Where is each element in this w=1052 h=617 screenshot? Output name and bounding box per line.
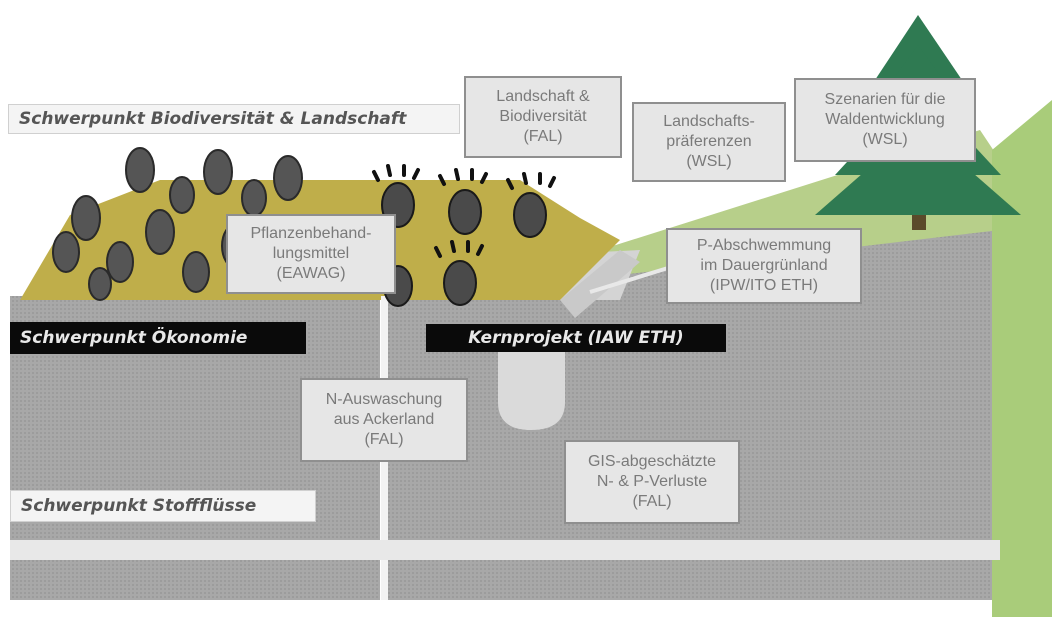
horizontal-road bbox=[10, 540, 1000, 560]
box-line: (WSL) bbox=[686, 153, 732, 170]
box-gis-losses: GIS-abgeschätzte N- & P-Verluste (FAL) bbox=[564, 440, 740, 524]
box-line: lungsmittel bbox=[272, 245, 350, 262]
box-line: (WSL) bbox=[862, 131, 908, 148]
box-line: Pflanzenbehand- bbox=[250, 225, 372, 242]
box-line: präferenzen bbox=[666, 133, 752, 150]
box-landscape-preferences: Landschafts- präferenzen (WSL) bbox=[632, 102, 786, 182]
box-line: N- & P-Verluste bbox=[596, 473, 708, 490]
box-n-leaching: N-Auswaschung aus Ackerland (FAL) bbox=[300, 378, 468, 462]
box-line: GIS-abgeschätzte bbox=[587, 453, 717, 470]
focus-biodiversity-label: Schwerpunkt Biodiversität & Landschaft bbox=[8, 104, 460, 134]
box-line: Landschaft & bbox=[496, 88, 590, 105]
box-line: (FAL) bbox=[523, 128, 563, 145]
box-line: Biodiversität bbox=[499, 108, 587, 125]
box-line: Landschafts- bbox=[663, 113, 755, 130]
box-line: N-Auswaschung bbox=[325, 391, 443, 408]
focus-economy-label: Schwerpunkt Ökonomie bbox=[10, 322, 306, 354]
ground-area-right bbox=[388, 210, 1000, 600]
core-project-label: Kernprojekt (IAW ETH) bbox=[426, 324, 726, 352]
hillside bbox=[992, 100, 1052, 617]
box-line: (EAWAG) bbox=[276, 265, 346, 282]
focus-nutrients-label: Schwerpunkt Stoffflüsse bbox=[10, 490, 316, 522]
channel-link bbox=[560, 250, 640, 318]
box-line: (IPW/ITO ETH) bbox=[709, 277, 819, 294]
box-line: im Dauergrünland bbox=[700, 257, 828, 274]
box-line: (FAL) bbox=[632, 493, 672, 510]
drainage-channel bbox=[498, 350, 565, 430]
p-runoff-arrow bbox=[589, 266, 669, 294]
box-line: (FAL) bbox=[364, 431, 404, 448]
box-line: aus Ackerland bbox=[333, 411, 435, 428]
ground-area bbox=[10, 296, 380, 600]
box-forest-scenarios: Szenarien für die Waldentwicklung (WSL) bbox=[794, 78, 976, 162]
box-line: P-Abschwemmung bbox=[696, 237, 832, 254]
box-line: Szenarien für die bbox=[824, 91, 946, 108]
box-pesticides: Pflanzenbehand- lungsmittel (EAWAG) bbox=[226, 214, 396, 294]
box-landscape-biodiversity: Landschaft & Biodiversität (FAL) bbox=[464, 76, 622, 158]
box-line: Waldentwicklung bbox=[825, 111, 945, 128]
box-p-runoff: P-Abschwemmung im Dauergrünland (IPW/ITO… bbox=[666, 228, 862, 304]
